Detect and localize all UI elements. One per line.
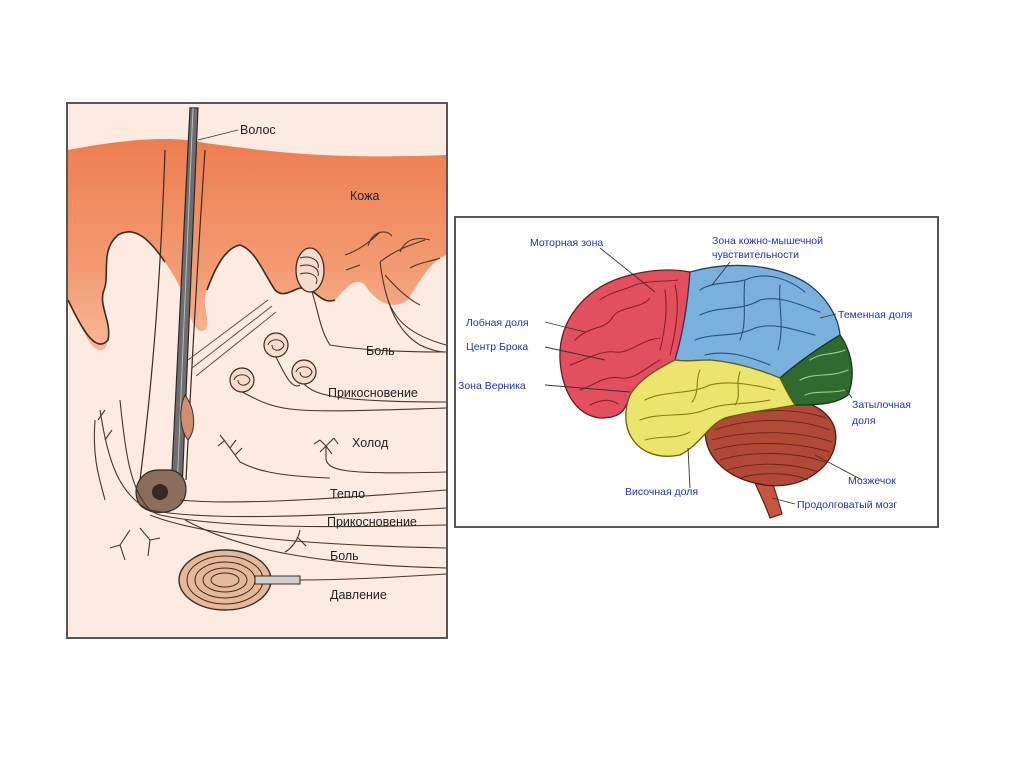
label-touch-1: Прикосновение — [328, 386, 418, 400]
label-hair: Волос — [240, 123, 276, 137]
epidermis — [68, 139, 446, 351]
temporal-gyri — [639, 369, 776, 441]
label-occipital-2: доля — [852, 415, 876, 427]
dermal-boundary — [67, 231, 336, 345]
touch-receptors — [229, 332, 447, 412]
label-medulla: Продолговатый мозг — [797, 499, 897, 511]
label-pain-2: Боль — [330, 549, 359, 563]
label-wernicke: Зона Верника — [458, 380, 526, 392]
label-occipital-1: Затылочная — [852, 399, 911, 411]
label-pressure: Давление — [330, 588, 387, 602]
label-somatosensory-1: Зона кожно-мышечной — [712, 235, 823, 247]
nerve-bundle — [93, 399, 447, 569]
label-parietal-lobe: Теменная доля — [838, 309, 912, 321]
cold-receptors — [217, 434, 447, 479]
label-motor-zone: Моторная зона — [530, 237, 603, 249]
free-nerve-endings-pain — [344, 231, 447, 353]
hair-leader — [197, 129, 239, 141]
parietal-gyri — [694, 275, 821, 366]
label-cerebellum: Мозжечок — [848, 475, 896, 487]
label-touch-2: Прикосновение — [327, 515, 417, 529]
skin-panel: Волос Кожа Боль Прикосновение Холод Тепл… — [66, 102, 448, 639]
label-temporal-lobe: Височная доля — [625, 486, 698, 498]
label-somatosensory-2: чувствительности — [712, 249, 799, 261]
pacinian-corpuscle — [178, 549, 447, 611]
frontal-gyri — [569, 279, 679, 406]
meissner-corpuscle — [295, 247, 447, 353]
label-warmth: Тепло — [330, 487, 365, 501]
label-pain-1: Боль — [366, 344, 395, 358]
label-frontal-lobe: Лобная доля — [466, 317, 529, 329]
occipital-gyri — [799, 349, 849, 396]
label-skin: Кожа — [350, 189, 379, 203]
brain-panel: Моторная зона Зона кожно-мышечной чувств… — [454, 216, 939, 528]
brain-leaders — [544, 247, 863, 505]
label-cold: Холод — [352, 436, 389, 450]
label-broca: Центр Брока — [466, 341, 528, 353]
